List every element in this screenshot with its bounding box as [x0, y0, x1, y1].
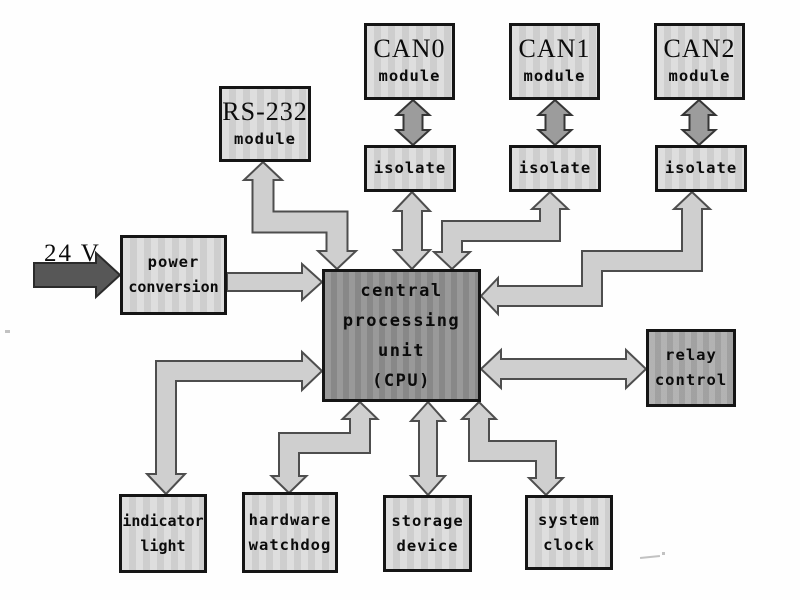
cpu-line3: unit	[378, 340, 425, 361]
can1-title: CAN1	[518, 34, 591, 63]
node-hardware-watchdog: hardware watchdog	[242, 492, 338, 573]
can2-subtitle: module	[668, 67, 731, 85]
power-input-label: 24 V	[44, 240, 101, 267]
node-relay-control: relay control	[646, 329, 736, 407]
power-line2: conversion	[128, 278, 219, 296]
arrow-isolate2-cpu	[479, 190, 713, 317]
node-rs232-module: RS-232 module	[219, 86, 311, 162]
rs232-subtitle: module	[234, 129, 296, 148]
node-indicator-light: indicator light	[119, 494, 207, 573]
arrow-cpu-storage	[408, 400, 448, 497]
node-power-conversion: power conversion	[120, 235, 227, 315]
can1-subtitle: module	[523, 67, 586, 85]
arrow-power-to-cpu	[226, 261, 324, 303]
node-storage-device: storage device	[383, 495, 472, 572]
indicator-line2: light	[140, 536, 186, 555]
arrow-cpu-watchdog	[269, 400, 380, 495]
clock-line1: system	[538, 510, 600, 529]
node-isolate-can2: isolate	[655, 145, 747, 192]
arrow-24v-to-power	[33, 250, 122, 300]
watchdog-line2: watchdog	[248, 535, 332, 554]
rs232-title: RS-232	[222, 96, 308, 126]
node-system-clock: system clock	[525, 495, 613, 570]
can2-title: CAN2	[663, 34, 736, 63]
node-cpu: central processing unit (CPU)	[322, 269, 481, 402]
storage-line1: storage	[391, 511, 464, 530]
node-can1-module: CAN1 module	[509, 23, 600, 100]
arrow-rs232-cpu	[241, 160, 359, 271]
cpu-line1: central	[360, 280, 443, 301]
storage-line2: device	[396, 536, 459, 555]
arrow-can1-isolate	[535, 98, 575, 147]
isolate1-label: isolate	[518, 159, 592, 177]
cpu-line2: processing	[342, 310, 461, 331]
arrow-can2-isolate	[679, 98, 719, 147]
node-isolate-can1: isolate	[509, 145, 601, 192]
arrow-isolate0-cpu	[391, 190, 433, 271]
isolate0-label: isolate	[373, 159, 447, 177]
can0-subtitle: module	[378, 67, 441, 85]
scan-artifact-speck	[5, 330, 10, 333]
isolate2-label: isolate	[664, 159, 738, 177]
node-can0-module: CAN0 module	[364, 23, 455, 100]
node-isolate-can0: isolate	[364, 145, 456, 192]
arrow-cpu-relay	[479, 347, 648, 391]
cpu-line4: (CPU)	[372, 370, 431, 391]
watchdog-line1: hardware	[248, 510, 332, 529]
node-can2-module: CAN2 module	[654, 23, 745, 100]
arrow-cpu-clock	[459, 400, 566, 497]
indicator-line1: indicator	[122, 511, 204, 530]
power-line1: power	[147, 253, 200, 271]
scan-artifact-dot	[662, 552, 665, 555]
arrow-can0-isolate	[393, 98, 433, 147]
relay-line1: relay	[665, 346, 717, 364]
can0-title: CAN0	[373, 34, 446, 63]
relay-line2: control	[654, 371, 728, 389]
arrow-isolate1-cpu	[431, 190, 571, 271]
clock-line2: clock	[543, 535, 595, 554]
